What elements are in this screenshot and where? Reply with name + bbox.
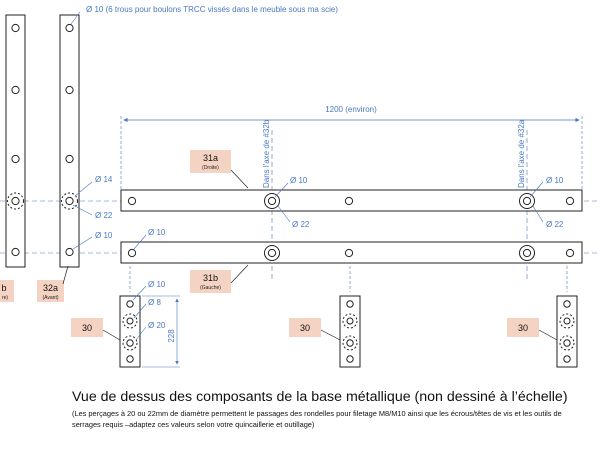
dim-d10-c: Ø 10 — [290, 176, 308, 185]
top-note: Ø 10 (6 trous pour boulons TRCC vissés d… — [86, 5, 338, 14]
label-32b: b re) — [0, 280, 14, 302]
svg-text:30: 30 — [82, 323, 92, 333]
plate-30-left — [119, 266, 141, 368]
bar-31b — [120, 241, 583, 264]
caption: Vue de dessus des composants de la base … — [72, 388, 592, 430]
label-31a: 31a (Droite) — [190, 150, 231, 173]
plate-30-right — [556, 266, 578, 368]
svg-text:(Avant): (Avant) — [42, 295, 58, 301]
length-label: 1200 (environ) — [325, 105, 377, 114]
bar-32b — [5, 14, 26, 268]
bar-31a — [120, 189, 583, 212]
dim-228: 228 — [167, 329, 176, 343]
svg-text:30: 30 — [300, 323, 310, 333]
caption-note: (Les perçages à 20 ou 22mm de diamètre p… — [72, 409, 562, 429]
axis-note-32b: Dans l'axe de #32b — [262, 119, 271, 188]
svg-text:(Gauche): (Gauche) — [200, 285, 221, 291]
svg-text:re): re) — [2, 295, 8, 301]
svg-text:32a: 32a — [43, 283, 58, 293]
label-30-middle: 30 — [289, 318, 321, 337]
svg-text:31b: 31b — [203, 273, 218, 283]
caption-title: Vue de dessus des composants de la base … — [72, 389, 568, 405]
label-30-left: 30 — [71, 318, 103, 337]
plate-30-middle — [339, 266, 361, 368]
dim-d20: Ø 20 — [148, 321, 166, 330]
dim-d14-a: Ø 14 — [95, 175, 113, 184]
label-32a: 32a (Avant) — [37, 280, 64, 302]
dim-d22-a: Ø 22 — [95, 211, 113, 220]
svg-text:b: b — [1, 283, 6, 293]
label-31b: 31b (Gauche) — [190, 270, 231, 293]
label-30-right: 30 — [507, 318, 539, 337]
dim-d10-e: Ø 10 — [148, 228, 166, 237]
svg-text:(Droite): (Droite) — [202, 165, 219, 171]
technical-drawing: Ø 10 (6 trous pour boulons TRCC vissés d… — [0, 5, 600, 368]
dim-d8: Ø 8 — [148, 298, 161, 307]
svg-text:31a: 31a — [203, 153, 218, 163]
axis-note-32a: Dans l'axe de #32a — [517, 119, 526, 188]
dim-d10-b: Ø 10 — [95, 231, 113, 240]
svg-text:30: 30 — [518, 323, 528, 333]
dim-d22-c: Ø 22 — [292, 220, 310, 229]
bar-32a — [59, 14, 80, 268]
dim-d10-d: Ø 10 — [546, 176, 564, 185]
dim-d10-f: Ø 10 — [148, 280, 166, 289]
dim-d22-d: Ø 22 — [546, 220, 564, 229]
